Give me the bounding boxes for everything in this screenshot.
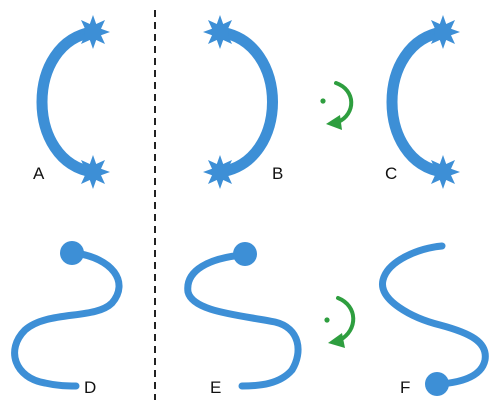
figure-f-curve xyxy=(379,242,489,388)
figure-c-bottom-sun-icon xyxy=(426,155,460,189)
label-a: A xyxy=(33,164,45,183)
figure-d-ball-icon xyxy=(60,241,84,265)
figure-a-top-sun-icon xyxy=(76,15,110,49)
figure-c-top-sun-icon xyxy=(426,15,460,49)
rotation-arrow-bottom-icon xyxy=(324,296,356,348)
figure-f xyxy=(379,242,489,396)
figure-e-curve xyxy=(184,251,302,390)
figure-b-bottom-sun-icon xyxy=(203,155,237,189)
figure-d xyxy=(11,241,123,390)
figure-c xyxy=(386,15,460,189)
label-b: B xyxy=(272,164,284,183)
figure-f-ball-icon xyxy=(425,372,449,396)
label-f: F xyxy=(400,378,411,397)
label-e: E xyxy=(210,378,222,397)
figure-c-arc xyxy=(386,26,449,178)
figure-e-ball-icon xyxy=(233,242,257,266)
figure-a xyxy=(36,15,110,189)
figure-b-top-sun-icon xyxy=(203,15,237,49)
figure-e xyxy=(184,242,302,390)
figure-b-arc xyxy=(214,26,278,178)
rotation-arrow-top-icon xyxy=(320,81,354,130)
label-c: C xyxy=(385,164,398,183)
figure-a-bottom-sun-icon xyxy=(76,155,110,189)
figure-b xyxy=(203,15,278,189)
figure-d-curve xyxy=(11,249,123,390)
label-d: D xyxy=(84,378,97,397)
figure-a-arc xyxy=(36,26,99,178)
